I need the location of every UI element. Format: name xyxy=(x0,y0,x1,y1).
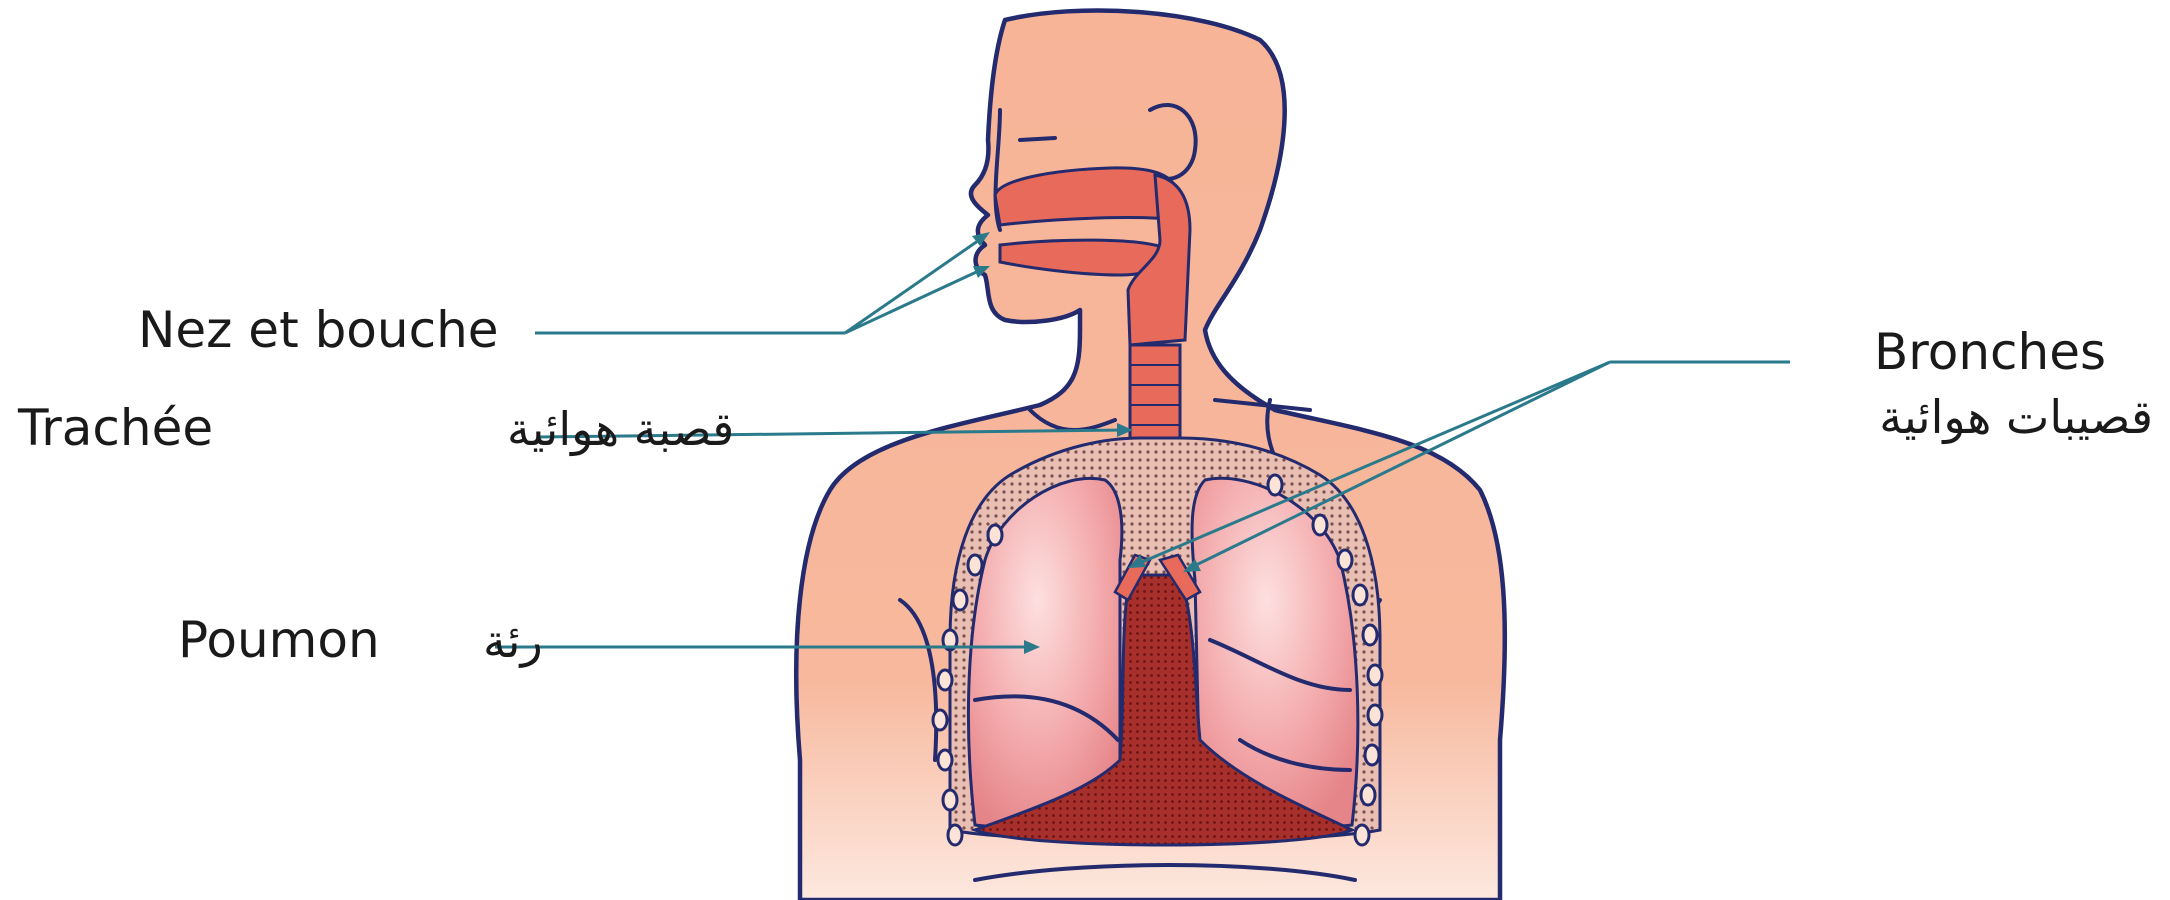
label-trachea-ar: قصبة هوائية xyxy=(507,402,734,457)
label-bronchi-fr: Bronches xyxy=(1874,323,2106,381)
label-lung-ar: رئة xyxy=(483,614,543,668)
leader-mouth-branch xyxy=(845,268,985,333)
thoracic-cavity xyxy=(950,438,1380,845)
label-nose-mouth: Nez et bouche xyxy=(138,301,499,359)
leader-nose-branch xyxy=(845,236,985,333)
label-lung-fr: Poumon xyxy=(178,611,380,669)
label-trachea-fr: Trachée xyxy=(17,399,213,457)
eye-outline xyxy=(1020,138,1055,140)
label-bronchi-ar: قصيبات هوائية xyxy=(1879,390,2153,445)
